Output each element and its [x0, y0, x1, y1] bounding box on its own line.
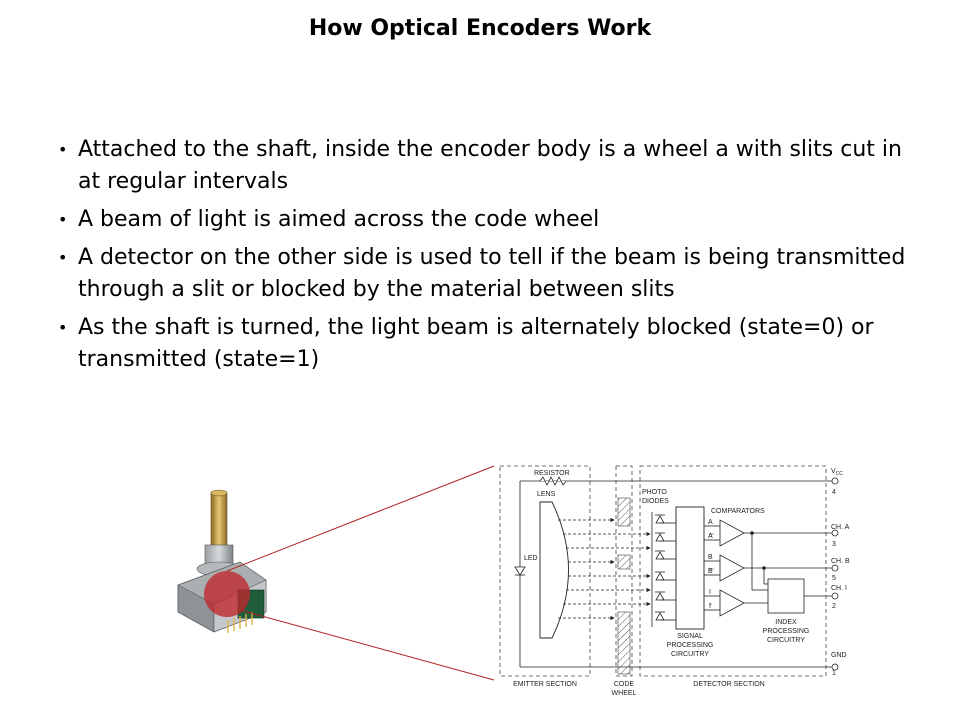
signal-processing-label-2: PROCESSING: [667, 642, 714, 649]
encoder-photo: [177, 489, 267, 633]
signal-b-label: B: [708, 554, 713, 561]
code-wheel-label-1: CODE: [614, 681, 635, 688]
callout-line-bottom: [239, 609, 495, 681]
signal-i-label: I: [709, 589, 711, 596]
emitter-section-label: EMITTER SECTION: [513, 681, 577, 688]
pin-gnd-label: 1: [832, 670, 836, 677]
vcc-label: VCC: [831, 468, 843, 477]
signal-processing-label-1: SIGNAL: [677, 633, 703, 640]
ch-b-label: CH. B: [831, 558, 850, 565]
led-label: LED: [524, 555, 538, 562]
diodes-label: DIODES: [642, 498, 669, 505]
bullet-item: As the shaft is turned, the light beam i…: [58, 312, 908, 376]
photo-label: PHOTO: [642, 489, 667, 496]
callout-line-top: [226, 465, 495, 572]
code-wheel-label-2: WHEEL: [612, 690, 637, 697]
schematic-diagram: RESISTOR LENS LED PHOTO DIODES COMPARATO…: [499, 465, 850, 697]
resistor-label: RESISTOR: [534, 470, 570, 477]
signal-i-bar-label: I: [709, 603, 711, 610]
ch-i-label: CH. I: [831, 585, 847, 592]
pin-a-label: 3: [832, 541, 836, 548]
comparators-label: COMPARATORS: [711, 508, 765, 515]
index-processing-label-2: PROCESSING: [763, 628, 810, 635]
signal-a-label: A: [708, 519, 713, 526]
signal-processing-label-3: CIRCUITRY: [671, 651, 709, 658]
pin-b-label: 5: [832, 575, 836, 582]
bullet-item: A beam of light is aimed across the code…: [58, 204, 908, 236]
signal-b-bar-label: B: [708, 568, 713, 575]
slide-title: How Optical Encoders Work: [308, 16, 652, 41]
ch-a-label: CH. A: [831, 524, 850, 531]
gnd-label: GND: [831, 652, 847, 659]
bullet-list: Attached to the shaft, inside the encode…: [58, 134, 908, 382]
pin-i-label: 2: [832, 603, 836, 610]
bullet-item: Attached to the shaft, inside the encode…: [58, 134, 908, 198]
highlight-circle: [204, 571, 250, 617]
lens-label: LENS: [537, 491, 556, 498]
detector-section-label: DETECTOR SECTION: [693, 681, 764, 688]
signal-a-bar-label: A: [708, 533, 713, 540]
index-processing-label-3: CIRCUITRY: [767, 637, 805, 644]
index-processing-label-1: INDEX: [775, 619, 797, 626]
pin-vcc-label: 4: [832, 489, 836, 496]
bullet-item: A detector on the other side is used to …: [58, 242, 908, 306]
